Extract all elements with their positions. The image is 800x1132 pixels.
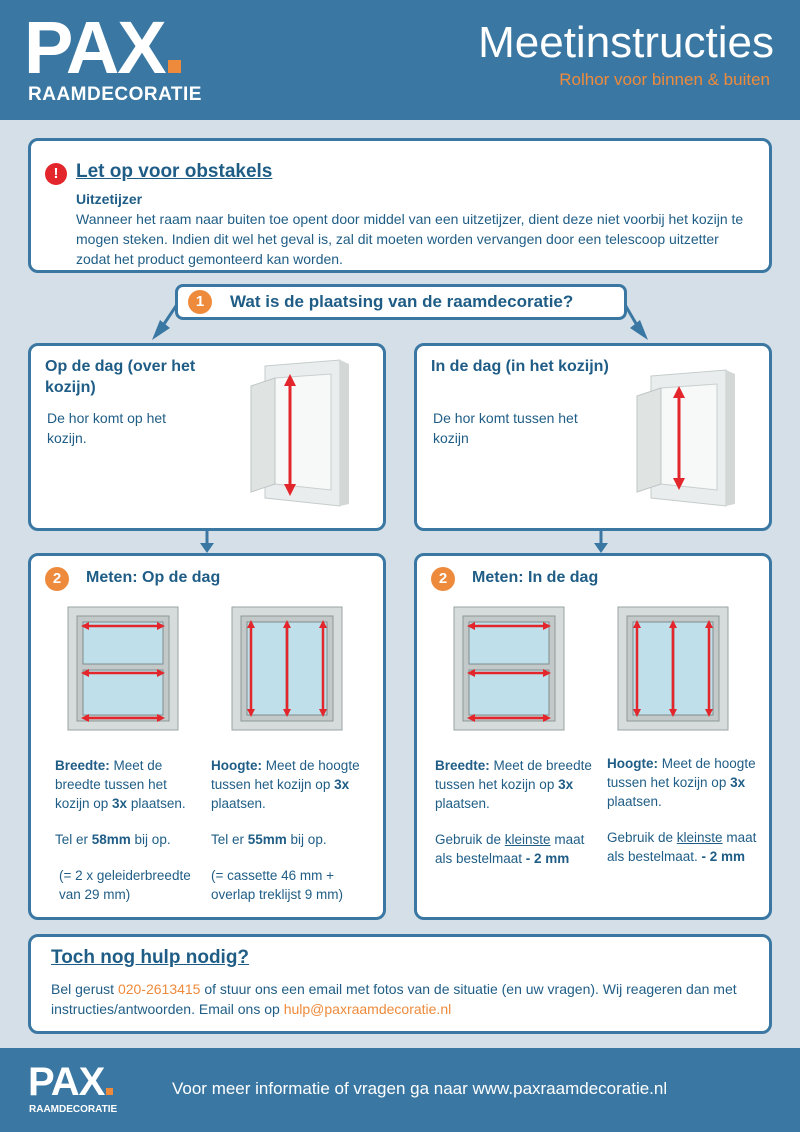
footer-pax-logo[interactable]: PAX [28, 1060, 114, 1104]
footer-info-text[interactable]: Voor meer informatie of vragen ga naar w… [172, 1079, 668, 1098]
placement-title: Op de dag (over het kozijn) [45, 358, 196, 396]
alert-title: Let op voor obstakels [76, 161, 273, 182]
step-number-2: 2 [45, 567, 69, 591]
placement-title: In de dag (in het kozijn) [431, 358, 609, 375]
measure-on-frame-card: 2 Meten: Op de dag Breedte: Meet de bree… [28, 553, 386, 920]
phone-link[interactable]: 020-2613415 [117, 981, 201, 997]
measure-in-frame-card: 2 Meten: In de dag Breedte: Meet de bree… [414, 553, 772, 920]
width-instructions: Breedte: Meet de breedte tussen het kozi… [55, 758, 191, 902]
height-measure-window-icon [231, 606, 343, 731]
alert-body: Wanneer het raam naar buiten toe opent d… [76, 211, 744, 267]
help-title: Toch nog hulp nodig? [51, 947, 250, 968]
placement-body: De hor komt tussen het kozijn [433, 410, 578, 446]
height-instructions: Hoogte: Meet de hoogte tussen het kozijn… [211, 758, 360, 902]
footer-logo-subtitle: RAAMDECORATIE [29, 1104, 118, 1115]
measure-title: Meten: In de dag [472, 569, 599, 586]
arrow-down-left-head [200, 543, 214, 553]
placement-on-frame-card[interactable]: Op de dag (over het kozijn) De hor komt … [28, 343, 386, 531]
step-number-1: 1 [188, 290, 212, 314]
pax-logo[interactable]: PAX [24, 8, 181, 88]
logo-dot-icon [167, 60, 181, 73]
arrow-down-right-head [594, 543, 608, 553]
help-body: Bel gerust 020-2613415 of stuur ons een … [51, 981, 737, 1017]
question-text: Wat is de plaatsing van de raamdecoratie… [230, 292, 574, 311]
width-measure-window-icon [67, 606, 179, 731]
help-card: Toch nog hulp nodig? Bel gerust 020-2613… [28, 934, 772, 1034]
width-instructions: Breedte: Meet de breedte tussen het kozi… [435, 758, 592, 866]
arrow-left-head [152, 320, 170, 340]
measure-title: Meten: Op de dag [86, 569, 221, 586]
page-title: Meetinstructies [478, 18, 774, 67]
header: PAX RAAMDECORATIE Meetinstructies Rolhor… [0, 0, 800, 120]
alert-subtitle: Uitzetijzer [76, 191, 143, 207]
step-number-2: 2 [431, 567, 455, 591]
width-measure-window-icon [453, 606, 565, 731]
obstacle-alert-card: ! Let op voor obstakels Uitzetijzer Wann… [28, 138, 772, 273]
logo-dot-icon [106, 1088, 114, 1095]
height-measure-window-icon [617, 606, 729, 731]
height-instructions: Hoogte: Meet de hoogte tussen het kozijn… [607, 756, 757, 864]
footer: PAX RAAMDECORATIE Voor meer informatie o… [0, 1048, 800, 1132]
window-over-frame-illustration [250, 359, 349, 507]
arrow-right-head [630, 320, 648, 340]
warning-icon: ! [45, 163, 67, 185]
window-in-frame-illustration [636, 369, 735, 507]
placement-in-frame-card[interactable]: In de dag (in het kozijn) De hor komt tu… [414, 343, 772, 531]
placement-question: 1 Wat is de plaatsing van de raamdecorat… [175, 284, 627, 320]
page-subtitle: Rolhor voor binnen & buiten [559, 70, 770, 89]
email-link[interactable]: hulp@paxraamdecoratie.nl [283, 1001, 452, 1017]
placement-body: De hor komt op het kozijn. [47, 410, 167, 446]
logo-subtitle: RAAMDECORATIE [28, 84, 202, 105]
